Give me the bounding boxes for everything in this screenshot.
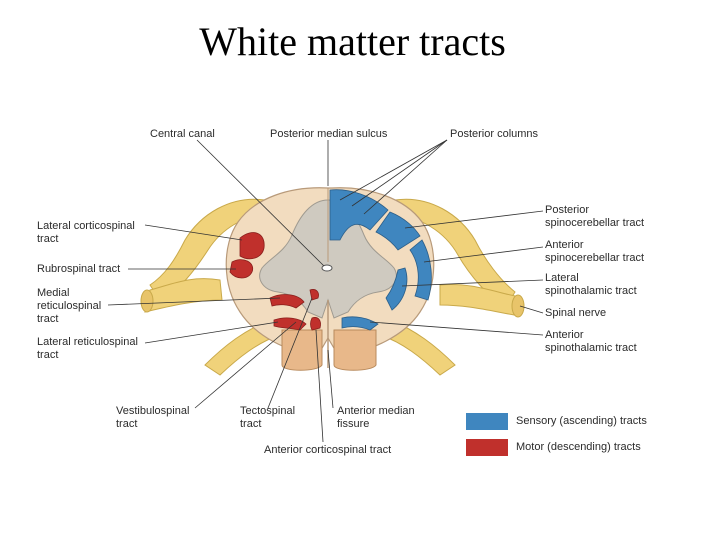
anterior-spinothalamic-tract	[341, 316, 379, 331]
spinal-nerves	[140, 278, 525, 318]
lateral-reticulospinal-tract	[273, 317, 307, 331]
label-posterior-columns: Posterior columns	[450, 128, 539, 140]
legend-label-sensory: Sensory (ascending) tracts	[516, 415, 647, 427]
label-medial-reticulospinal-tract: Medial reticulospinal tract	[37, 287, 102, 325]
central-canal-marker	[321, 264, 333, 272]
posterior-columns-tract	[329, 189, 389, 241]
legend-swatch-sensory	[466, 413, 508, 430]
legend-swatch-motor	[466, 439, 508, 456]
label-vestibulospinal-tract: Vestibulospinal tract	[116, 405, 190, 430]
sensory-tracts	[329, 189, 432, 331]
label-posterior-spinocerebellar-tract: Posterior spinocerebellar tract	[545, 204, 645, 229]
tectospinal-tract	[309, 289, 319, 301]
lateral-spinothalamic-tract	[385, 267, 408, 311]
rubrospinal-tract	[229, 259, 254, 279]
leader-lines	[107, 139, 544, 443]
posterior-spinocerebellar-tract	[375, 211, 421, 251]
label-lateral-reticulospinal-tract: Lateral reticulospinal tract	[37, 336, 138, 361]
lateral-corticospinal-tract	[239, 232, 265, 260]
label-anterior-spinocerebellar-tract: Anterior spinocerebellar tract	[545, 239, 645, 264]
label-lateral-spinothalamic-tract: Lateral spinothalamic tract	[545, 272, 637, 297]
label-spinal-nerve: Spinal nerve	[545, 307, 607, 319]
anterior-corticospinal-tract	[310, 317, 321, 331]
label-posterior-median-sulcus: Posterior median sulcus	[270, 128, 388, 140]
label-rubrospinal-tract: Rubrospinal tract	[37, 263, 121, 275]
label-anterior-spinothalamic-tract: Anterior spinothalamic tract	[545, 329, 637, 354]
label-tectospinal-tract: Tectospinal tract	[240, 405, 296, 430]
legend-label-motor: Motor (descending) tracts	[516, 441, 641, 453]
label-central-canal: Central canal	[150, 128, 215, 140]
label-lateral-corticospinal-tract: Lateral corticospinal tract	[37, 220, 135, 245]
label-anterior-median-fissure: Anterior median fissure	[337, 405, 415, 430]
slide-title: White matter tracts	[199, 19, 506, 64]
label-anterior-corticospinal-tract: Anterior corticospinal tract	[264, 444, 392, 456]
anterior-column-blocks	[281, 329, 377, 371]
